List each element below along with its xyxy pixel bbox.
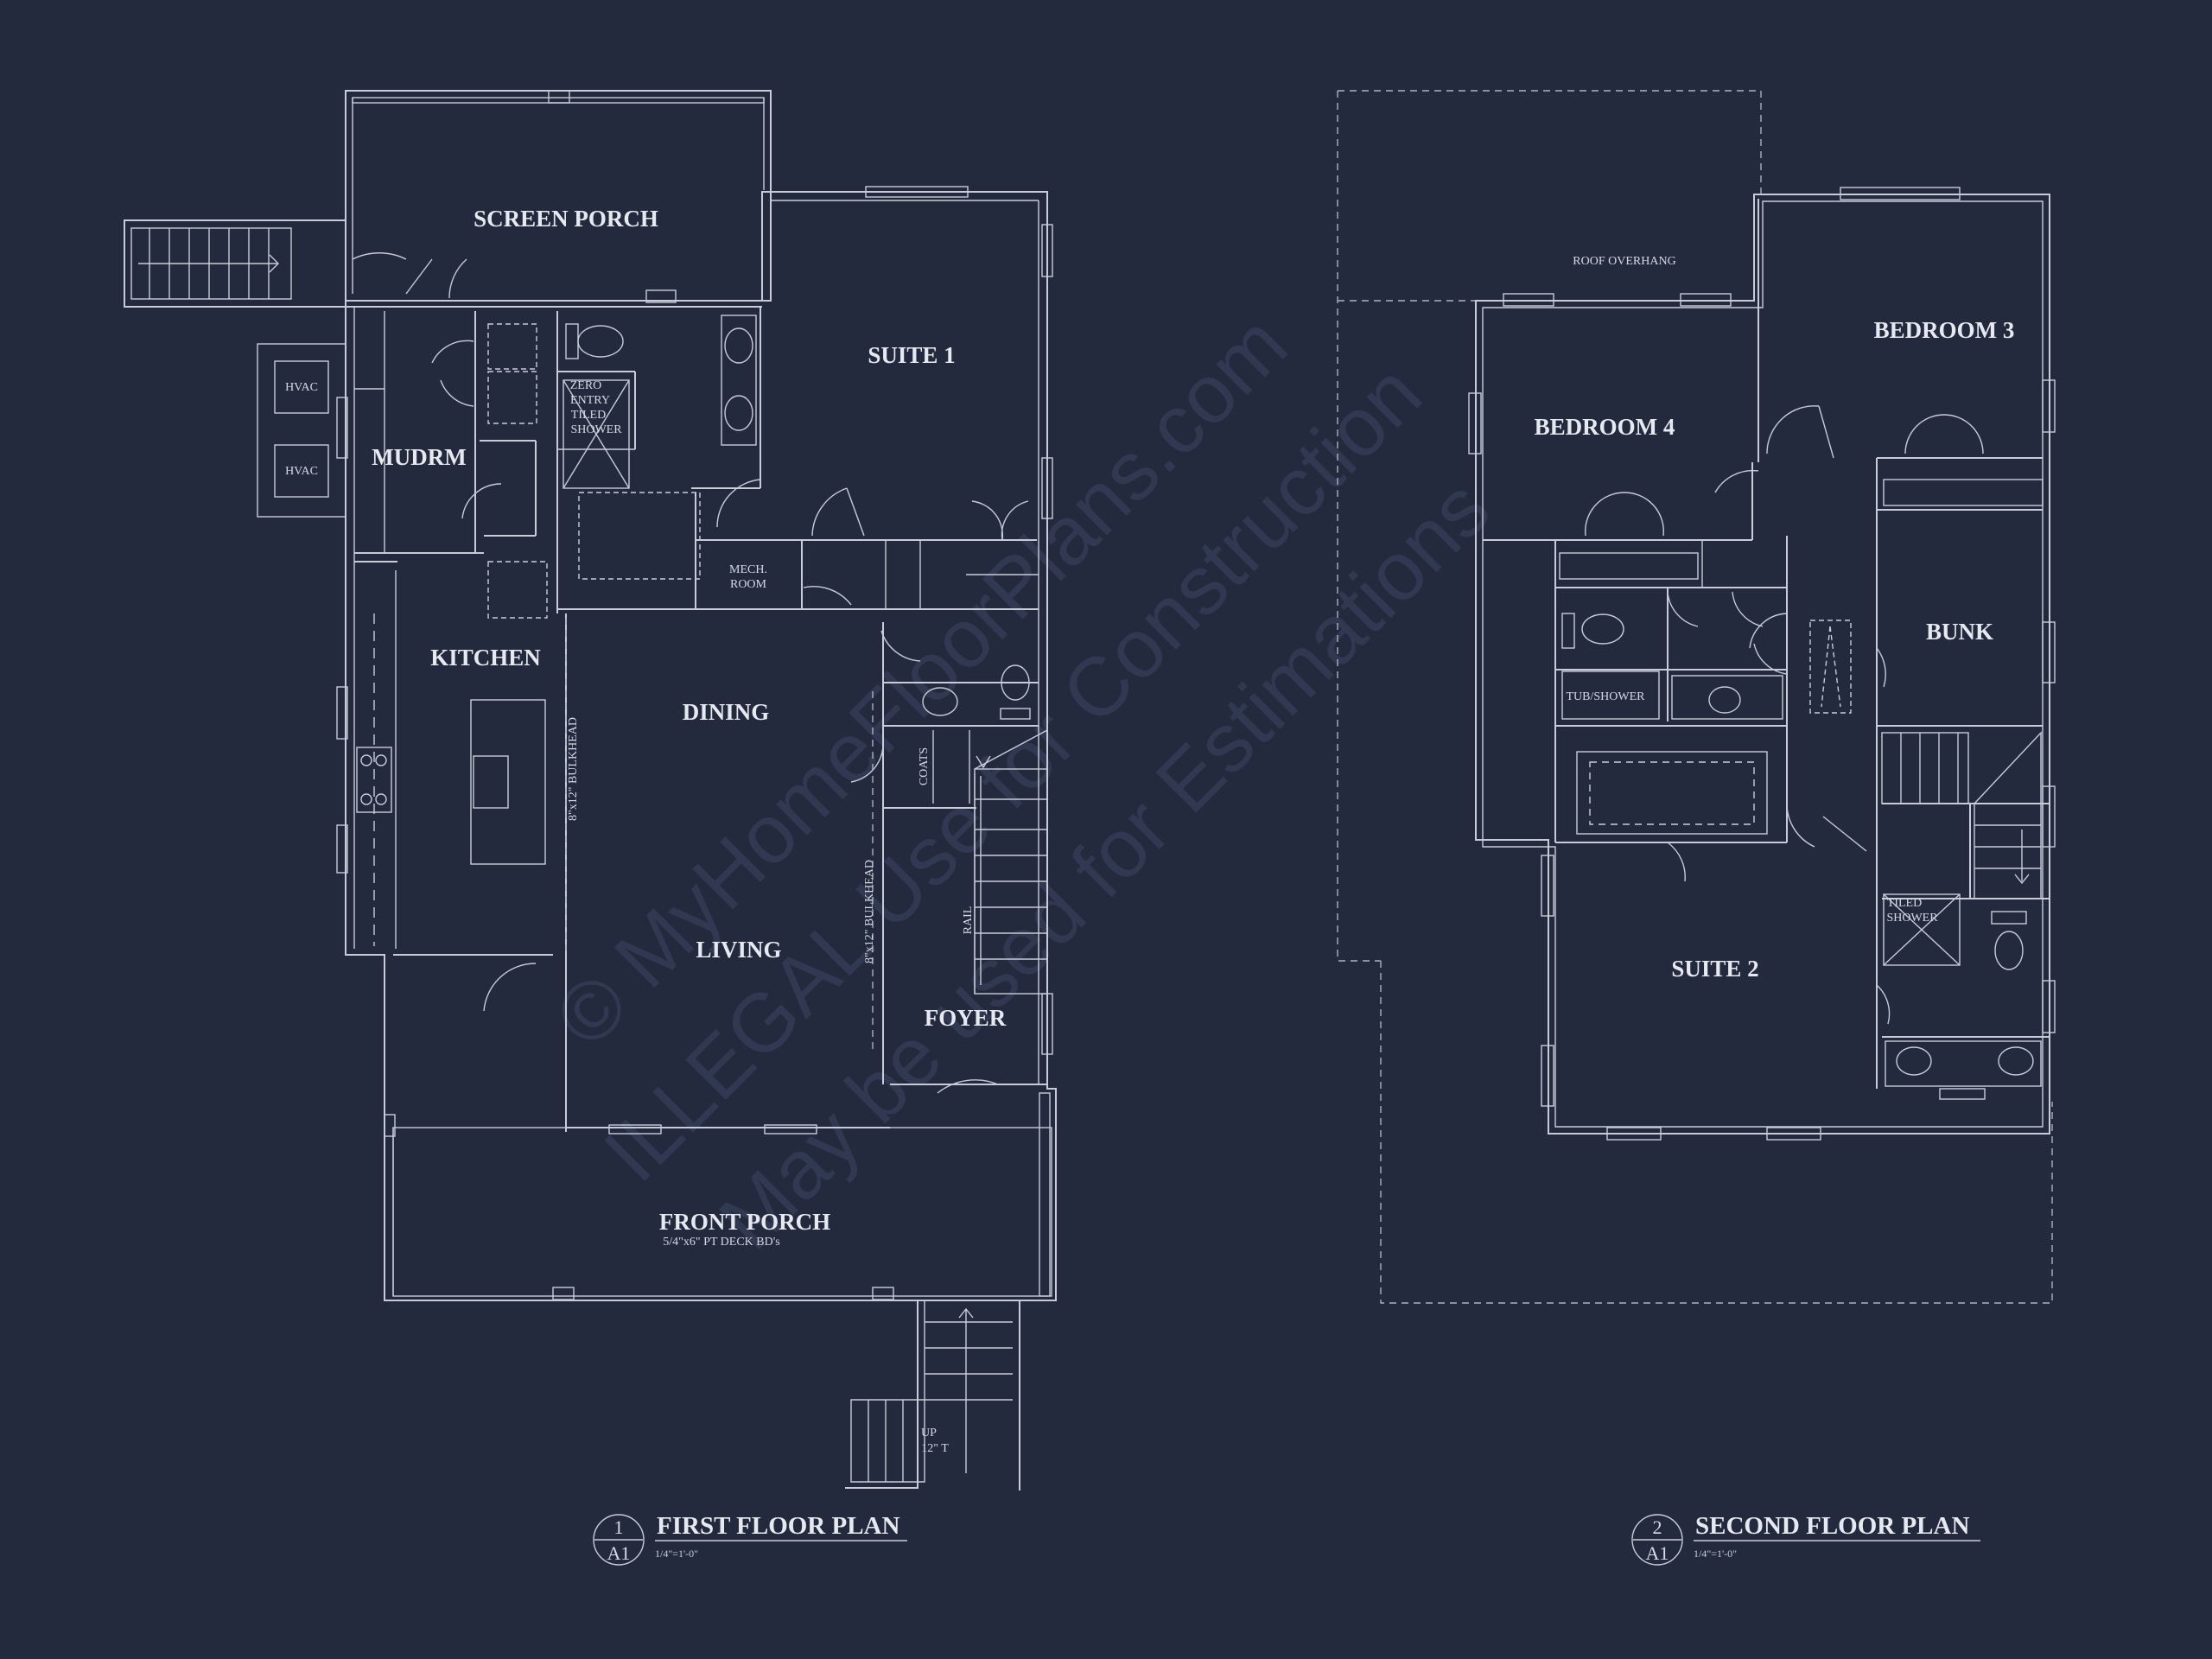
plan-scale: 1/4"=1'-0" bbox=[1694, 1548, 1737, 1560]
plan-scale: 1/4"=1'-0" bbox=[655, 1548, 698, 1560]
shower-note-2: ENTRY bbox=[570, 394, 610, 407]
tub-shower bbox=[1561, 671, 1660, 720]
sheet-bubble bbox=[1631, 1514, 1683, 1566]
sheet-page: A1 bbox=[1646, 1542, 1669, 1564]
room-label-bedroom-3: BEDROOM 3 bbox=[1874, 317, 2015, 343]
coats-note: COATS bbox=[918, 747, 931, 785]
first-floor-fixtures bbox=[356, 315, 1048, 1054]
plan-title: FIRST FLOOR PLAN bbox=[657, 1512, 900, 1540]
roof-overhang: ROOF OVERHANG bbox=[1337, 90, 2053, 1304]
sheet-page: A1 bbox=[607, 1542, 631, 1564]
room-label-foyer: FOYER bbox=[925, 1005, 1007, 1031]
room-label-front-porch: FRONT PORCH bbox=[659, 1209, 830, 1235]
stair-up-label: UP bbox=[921, 1427, 937, 1440]
side-stair bbox=[124, 219, 346, 308]
room-label-mudrm: MUDRM bbox=[372, 444, 466, 470]
plan-title: SECOND FLOOR PLAN bbox=[1695, 1512, 1969, 1540]
hvac-pad: HVAC HVAC bbox=[257, 343, 346, 518]
deck-board-note: 5/4"x6" PT DECK BD's bbox=[663, 1236, 779, 1249]
second-floor-fixtures: TUB/SHOWER bbox=[1559, 479, 2044, 1087]
zero-entry-shower bbox=[563, 379, 630, 489]
sheet-number: 1 bbox=[614, 1516, 624, 1538]
toilet-1 bbox=[577, 325, 624, 358]
room-label-screen-porch: SCREEN PORCH bbox=[474, 206, 658, 232]
tiled-shower-note-1: TILED bbox=[1887, 897, 1922, 910]
front-porch bbox=[384, 1092, 1052, 1300]
hvac-label-1: HVAC bbox=[285, 381, 318, 394]
room-label-dining: DINING bbox=[683, 699, 770, 725]
shower-note-3: TILED bbox=[571, 409, 606, 422]
first-floor-plan: HVAC HVAC bbox=[124, 90, 1057, 1566]
tub-shower-note: TUB/SHOWER bbox=[1567, 690, 1646, 703]
first-floor-title-block: 1 A1 FIRST FLOOR PLAN 1/4"=1'-0" bbox=[593, 1512, 907, 1566]
tiled-shower-note-2: SHOWER bbox=[1886, 912, 1938, 925]
screen-porch-walls bbox=[345, 90, 772, 302]
living-bulkhead-note: 8"x12" BULKHEAD bbox=[863, 860, 876, 963]
rail-note: RAIL bbox=[962, 906, 975, 935]
watermark-line-3: May be used for Estimations bbox=[702, 462, 1507, 1268]
hvac-unit-2 bbox=[274, 444, 329, 498]
kitchen-bulkhead-note: 8"x12" BULKHEAD bbox=[567, 717, 580, 821]
watermark-line-2: ILLEGAL Use for Construction bbox=[587, 346, 1439, 1198]
shower-note-1: ZERO bbox=[570, 379, 602, 392]
mech-note-2: ROOM bbox=[730, 578, 767, 591]
second-floor-exterior bbox=[1468, 187, 2056, 1141]
kitchen-island bbox=[470, 699, 546, 865]
room-label-suite-2: SUITE 2 bbox=[1671, 956, 1758, 982]
front-stair: UP 12" T bbox=[845, 1300, 1020, 1491]
watermark-line-1: © MyHomeFloorPlans.com bbox=[537, 298, 1305, 1065]
roof-overhang-note: ROOF OVERHANG bbox=[1573, 255, 1675, 268]
toilet-4 bbox=[1994, 931, 2024, 970]
room-label-kitchen: KITCHEN bbox=[430, 645, 541, 671]
tiled-shower bbox=[1883, 893, 1961, 966]
mech-room-walls bbox=[695, 539, 803, 610]
watermark: © MyHomeFloorPlans.com ILLEGAL Use for C… bbox=[537, 298, 1507, 1268]
stair-tread-label: 12" T bbox=[921, 1442, 949, 1455]
second-floor-title-block: 2 A1 SECOND FLOOR PLAN 1/4"=1'-0" bbox=[1631, 1512, 1980, 1566]
room-label-bunk: BUNK bbox=[1926, 619, 1993, 645]
room-label-suite-1: SUITE 1 bbox=[868, 342, 955, 368]
first-floor-doors bbox=[352, 252, 1029, 1094]
upper-stair bbox=[1881, 731, 2042, 899]
mech-note-1: MECH. bbox=[729, 563, 767, 576]
hvac-unit-1 bbox=[274, 360, 329, 414]
second-floor-plan: ROOF OVERHANG bbox=[1337, 90, 2056, 1566]
room-label-living: LIVING bbox=[696, 937, 781, 963]
hvac-label-2: HVAC bbox=[285, 465, 318, 478]
toilet-3 bbox=[1581, 613, 1624, 645]
second-floor-doors bbox=[1585, 405, 1984, 1025]
sheet-bubble bbox=[593, 1514, 645, 1566]
first-floor-exterior bbox=[336, 186, 1057, 1301]
shower-note-4: SHOWER bbox=[570, 423, 622, 436]
toilet-2 bbox=[1001, 664, 1030, 701]
room-label-bedroom-4: BEDROOM 4 bbox=[1535, 414, 1675, 440]
sheet-number: 2 bbox=[1653, 1516, 1662, 1538]
